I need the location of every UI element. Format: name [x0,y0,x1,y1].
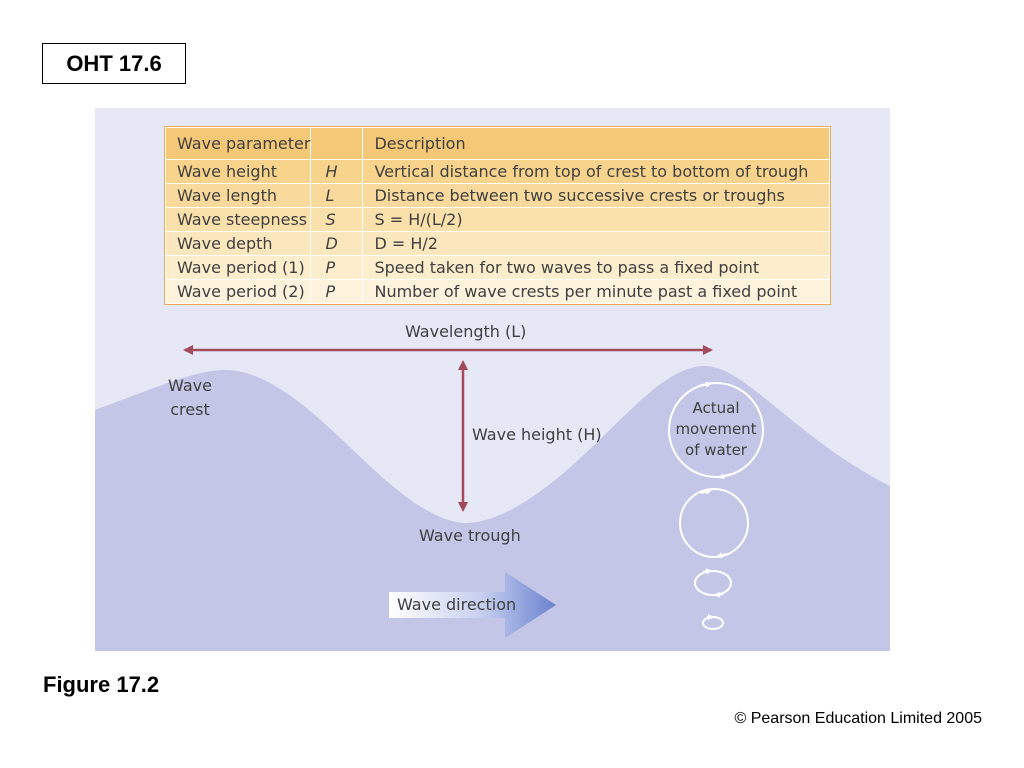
orbit-small [694,570,732,596]
movement-label-line2: movement [675,420,757,438]
wave-parameter-table: Wave parameter Description Wave height H… [164,126,831,305]
wave-diagram [95,345,890,651]
water-orbits [668,382,764,630]
cell-symbol: H [310,159,364,184]
table-row: Wave period (2) P Number of wave crests … [164,279,830,304]
cell-description: Vertical distance from top of crest to b… [362,159,830,184]
cell-parameter: Wave height [164,159,312,184]
header-description: Description [362,127,830,160]
wave-figure: Wave parameter Description Wave height H… [95,108,890,651]
crest-label-line1: Wave [168,376,212,395]
cell-description: Number of wave crests per minute past a … [362,279,830,304]
cell-symbol: S [310,207,364,232]
movement-label-line1: Actual [692,399,740,417]
table-row: Wave depth D D = H/2 [164,231,830,256]
table-row: Wave steepness S S = H/(L/2) [164,207,830,232]
crest-label-line2: crest [170,400,210,419]
wave-height-label: Wave height (H) [472,425,602,444]
cell-description: Distance between two successive crests o… [362,183,830,208]
figure-caption: Figure 17.2 [43,672,160,697]
cell-description: Speed taken for two waves to pass a fixe… [362,255,830,280]
wavelength-label: Wavelength (L) [405,322,527,341]
cell-parameter: Wave depth [164,231,312,256]
cell-parameter: Wave steepness [164,207,312,232]
header-parameter: Wave parameter [164,127,312,160]
table-row: Wave length L Distance between two succe… [164,183,830,208]
cell-symbol: D [310,231,364,256]
table-row: Wave period (1) P Speed taken for two wa… [164,255,830,280]
oht-label: OHT 17.6 [42,43,186,84]
cell-symbol: P [310,279,364,304]
water-wave [95,366,890,651]
header-symbol [310,127,364,160]
cell-parameter: Wave length [164,183,312,208]
trough-label: Wave trough [419,526,521,545]
cell-description: D = H/2 [362,231,830,256]
copyright-notice: © Pearson Education Limited 2005 [734,710,983,727]
table-row: Wave height H Vertical distance from top… [164,159,830,184]
cell-symbol: P [310,255,364,280]
orbit-large [668,382,764,478]
cell-symbol: L [310,183,364,208]
cell-parameter: Wave period (2) [164,279,312,304]
orbit-direction-tips [698,381,732,620]
movement-label-line3: of water [685,441,747,459]
orbit-medium [679,488,749,558]
cell-description: S = H/(L/2) [362,207,830,232]
table-header-row: Wave parameter Description [164,127,830,160]
wave-direction-arrow [389,572,556,638]
direction-label: Wave direction [397,595,517,614]
cell-parameter: Wave period (1) [164,255,312,280]
